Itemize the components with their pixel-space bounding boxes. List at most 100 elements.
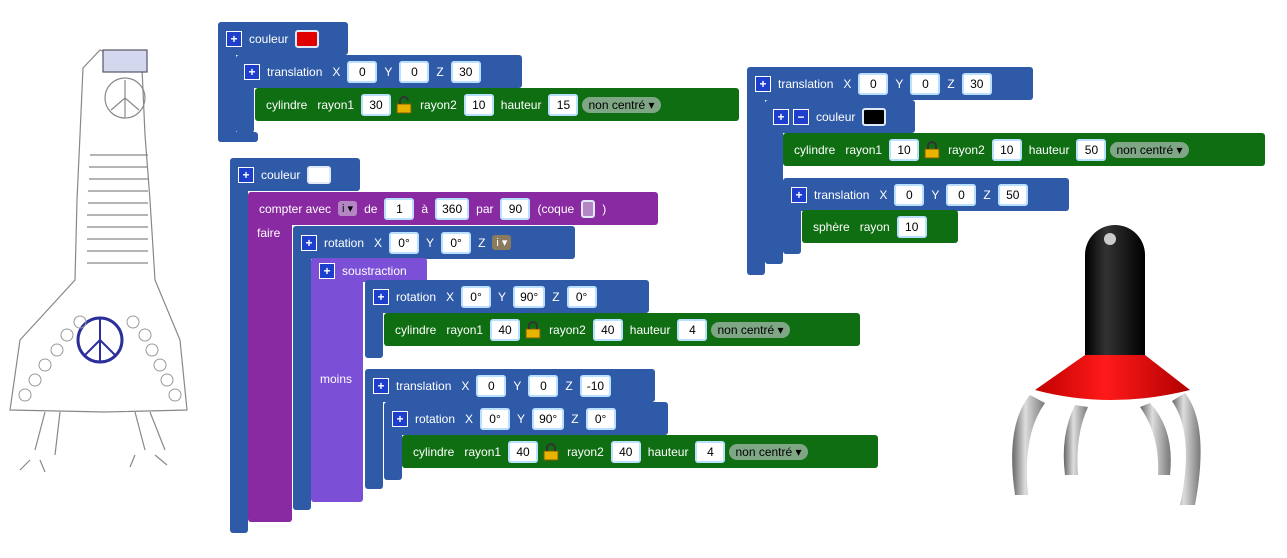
radius1-input[interactable]: 10: [889, 138, 920, 161]
radius2-input[interactable]: 40: [592, 318, 623, 341]
radius2-input[interactable]: 10: [463, 93, 494, 116]
z-label: Z: [947, 76, 955, 91]
z-label: Z: [552, 289, 560, 304]
expand-plus-icon[interactable]: +: [319, 262, 335, 279]
x-input[interactable]: 0: [347, 60, 378, 83]
radius1-input[interactable]: 40: [508, 440, 539, 463]
radius1-label: rayon1: [845, 142, 883, 157]
radius-input[interactable]: 10: [896, 215, 927, 238]
z-input[interactable]: 30: [961, 72, 992, 95]
sphere-label: sphère: [813, 219, 850, 234]
color-block-red[interactable]: + couleur: [218, 22, 348, 142]
y-label: Y: [426, 235, 435, 250]
translation-block-b[interactable]: + translation X 0 Y 0 Z -10: [365, 369, 655, 489]
radius2-label: rayon2: [549, 322, 586, 337]
rotation-block-b[interactable]: + rotation X 0° Y 90° Z 0°: [384, 402, 668, 480]
lock-icon[interactable]: [395, 95, 413, 114]
from-input[interactable]: 1: [384, 197, 415, 220]
y-input[interactable]: 0: [528, 374, 559, 397]
x-input[interactable]: 0°: [461, 285, 492, 308]
z-input[interactable]: 30: [450, 60, 481, 83]
cylinder-block-a[interactable]: cylindre rayon1 40 rayon2 40 hauteur 4 n…: [384, 313, 860, 346]
to-input[interactable]: 360: [435, 197, 470, 220]
x-input[interactable]: 0: [476, 374, 507, 397]
x-input[interactable]: 0°: [480, 407, 511, 430]
expand-plus-icon[interactable]: +: [392, 410, 408, 427]
color-swatch-red[interactable]: [295, 29, 320, 48]
expand-plus-icon[interactable]: +: [301, 234, 317, 251]
z-input[interactable]: 50: [997, 183, 1028, 206]
cylinder-block-b[interactable]: cylindre rayon1 40 rayon2 40 hauteur 4 n…: [402, 435, 878, 468]
lock-icon[interactable]: [923, 140, 941, 159]
expand-plus-icon[interactable]: +: [373, 377, 389, 394]
centering-dropdown[interactable]: non centré ▾: [729, 443, 808, 460]
radius2-input[interactable]: 40: [610, 440, 641, 463]
expand-plus-icon[interactable]: +: [226, 30, 242, 47]
z-var-dropdown[interactable]: i ▾: [492, 235, 512, 250]
step-label: par: [476, 201, 494, 216]
cylinder-label: cylindre: [395, 322, 437, 337]
y-input[interactable]: 0°: [441, 231, 472, 254]
height-input[interactable]: 4: [677, 318, 708, 341]
translation-block-3[interactable]: + translation X 0 Y 0 Z 30: [747, 67, 1033, 275]
z-input[interactable]: 0°: [585, 407, 616, 430]
rocket-3d-render: [1012, 225, 1201, 505]
expand-plus-icon[interactable]: +: [373, 288, 389, 305]
radius1-label: rayon1: [446, 322, 484, 337]
y-input[interactable]: 0: [946, 183, 977, 206]
centering-dropdown[interactable]: non centré ▾: [711, 321, 790, 338]
x-label: X: [461, 378, 470, 393]
color-label: couleur: [261, 167, 301, 182]
cylinder-block-3[interactable]: cylindre rayon1 10 rayon2 10 hauteur 50 …: [783, 133, 1265, 166]
z-input[interactable]: -10: [579, 374, 612, 397]
rotation-block-a[interactable]: + rotation X 0° Y 90° Z 0°: [365, 280, 649, 358]
y-label: Y: [513, 378, 522, 393]
height-input[interactable]: 50: [1076, 138, 1107, 161]
color-swatch-black[interactable]: [862, 107, 887, 126]
color-swatch-white[interactable]: [307, 165, 332, 184]
translation-label: translation: [814, 187, 870, 202]
color-block-white[interactable]: + couleur: [230, 158, 360, 533]
expand-plus-icon[interactable]: +: [244, 63, 260, 80]
radius1-input[interactable]: 30: [361, 93, 392, 116]
radius2-input[interactable]: 10: [991, 138, 1022, 161]
expand-plus-icon[interactable]: +: [755, 75, 771, 92]
height-label: hauteur: [647, 444, 689, 459]
sphere-block[interactable]: sphère rayon 10: [802, 210, 958, 243]
step-input[interactable]: 90: [500, 197, 531, 220]
height-input[interactable]: 4: [695, 440, 726, 463]
difference-block[interactable]: + soustraction moins: [311, 258, 427, 502]
collapse-minus-icon[interactable]: −: [793, 108, 809, 125]
lock-icon[interactable]: [524, 320, 542, 339]
color-block-black[interactable]: + − couleur: [765, 100, 915, 264]
x-input[interactable]: 0: [894, 183, 925, 206]
centering-dropdown[interactable]: non centré ▾: [582, 96, 661, 113]
translation-block-1[interactable]: + translation X 0 Y 0 Z 30: [236, 55, 526, 133]
height-input[interactable]: 15: [548, 93, 579, 116]
loop-var-dropdown[interactable]: i ▾: [338, 201, 358, 216]
rotation-label: rotation: [324, 235, 365, 250]
centering-dropdown[interactable]: non centré ▾: [1110, 141, 1189, 158]
y-input[interactable]: 90°: [513, 285, 546, 308]
rotation-block-i[interactable]: + rotation X 0° Y 0° Z i ▾: [293, 226, 575, 510]
radius2-label: rayon2: [420, 97, 457, 112]
z-input[interactable]: 0°: [566, 285, 597, 308]
lock-icon[interactable]: [542, 442, 560, 461]
y-input[interactable]: 0: [399, 60, 430, 83]
translation-block-3b[interactable]: + translation X 0 Y 0 Z 50: [783, 178, 1069, 254]
expand-plus-icon[interactable]: +: [773, 108, 789, 125]
y-input[interactable]: 90°: [532, 407, 565, 430]
expand-plus-icon[interactable]: +: [238, 166, 254, 183]
cylinder-block-1[interactable]: cylindre rayon1 30 rayon2 10 hauteur 15 …: [255, 88, 739, 121]
loop-block[interactable]: compter avec i ▾ de 1 à 360 par 90 (coqu…: [248, 192, 658, 522]
x-input[interactable]: 0: [858, 72, 889, 95]
shell-label: (coque: [537, 201, 575, 216]
y-input[interactable]: 0: [910, 72, 941, 95]
x-label: X: [879, 187, 888, 202]
expand-plus-icon[interactable]: +: [791, 186, 807, 203]
shell-checkbox[interactable]: [581, 199, 596, 218]
minus-label: moins: [320, 372, 353, 386]
radius1-input[interactable]: 40: [490, 318, 521, 341]
x-input[interactable]: 0°: [389, 231, 420, 254]
translation-label: translation: [267, 64, 323, 79]
